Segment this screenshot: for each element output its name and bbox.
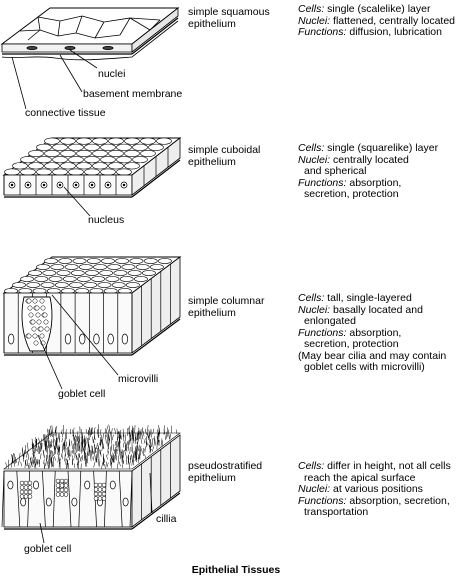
functions-text: absorption, xyxy=(346,176,402,189)
cells-text: tall, single-layered xyxy=(324,292,412,304)
callout-goblet-cell: goblet cell xyxy=(24,543,72,555)
note-text: (May bear cilia and may contain xyxy=(298,349,447,362)
functions-text: absorption, secretion, xyxy=(346,494,450,507)
nuclei-label: Nuclei: xyxy=(298,153,331,166)
tissue-name: simple squamous epithelium xyxy=(188,6,270,30)
cells-label: Cells: xyxy=(298,460,325,472)
functions-text: diffusion, lubrication xyxy=(346,26,442,38)
panel-pseudostratified: pseudostratified epithelium Cells: diffe… xyxy=(0,415,472,560)
callout-basement-membrane: basement membrane xyxy=(83,88,183,100)
tissue-name: simple columnar epithelium xyxy=(188,295,265,319)
cells-text: single (squarelike) layer xyxy=(324,142,439,154)
panel-simple-columnar: simple columnar epithelium Cells: tall, … xyxy=(0,235,472,415)
tissue-description: Cells: differ in height, not all cells r… xyxy=(298,460,470,519)
functions-text: absorption, xyxy=(346,326,402,339)
cells-text: single (scalelike) layer xyxy=(324,3,431,15)
nuclei-text-cont: and spherical xyxy=(304,165,367,177)
tissue-description: Cells: tall, single-layered Nuclei: basa… xyxy=(298,292,470,374)
functions-text-cont: secretion, protection xyxy=(304,338,399,350)
cells-label: Cells: xyxy=(298,292,325,304)
cuboidal-illustration xyxy=(2,137,182,217)
tissue-description: Cells: single (scalelike) layer Nuclei: … xyxy=(298,3,470,39)
nuclei-text-cont: enlongated xyxy=(304,315,356,327)
cells-label: Cells: xyxy=(298,142,325,154)
nuclei-label: Nuclei: xyxy=(298,14,331,27)
callout-cillia: cillia xyxy=(156,513,177,525)
callout-microvilli: microvilli xyxy=(118,373,159,385)
nuclei-text: flattened, centrally located xyxy=(330,14,456,27)
note-text-cont: goblet cells with microvilli) xyxy=(304,361,425,373)
squamous-illustration xyxy=(0,7,180,110)
nuclei-text: at various positions xyxy=(330,483,423,495)
functions-text-cont: transportation xyxy=(304,506,369,518)
callout-goblet-cell: goblet cell xyxy=(58,388,106,400)
functions-text-cont: secretion, protection xyxy=(304,188,399,200)
functions-label: Functions: xyxy=(298,494,347,507)
nuclei-text: centrally located xyxy=(330,153,409,166)
tissue-name: pseudostratified epithelium xyxy=(188,460,263,484)
tissue-description: Cells: single (squarelike) layer Nuclei:… xyxy=(298,142,470,201)
panel-simple-cuboidal: simple cuboidal epithelium Cells: single… xyxy=(0,130,472,235)
figure-caption: Epithelial Tissues xyxy=(191,564,281,576)
panel-simple-squamous: simple squamous epithelium Cells: single… xyxy=(0,0,472,130)
cells-text-cont: reach the apical surface xyxy=(304,471,416,484)
callout-connective-tissue: connective tissue xyxy=(25,107,106,119)
cells-text: differ in height, not all cells xyxy=(324,460,451,472)
functions-label: Functions: xyxy=(298,176,347,189)
tissue-name: simple cuboidal epithelium xyxy=(188,144,261,168)
callout-nuclei: nuclei xyxy=(98,68,126,80)
functions-label: Functions: xyxy=(298,26,347,38)
nuclei-label: Nuclei: xyxy=(298,303,331,316)
columnar-illustration xyxy=(2,256,182,390)
cells-label: Cells: xyxy=(298,3,325,15)
nuclei-text: basally located and xyxy=(330,303,423,316)
callout-nucleus: nucleus xyxy=(88,214,125,226)
nuclei-label: Nuclei: xyxy=(298,483,331,495)
pseudostratified-illustration xyxy=(1,424,181,544)
functions-label: Functions: xyxy=(298,326,347,339)
